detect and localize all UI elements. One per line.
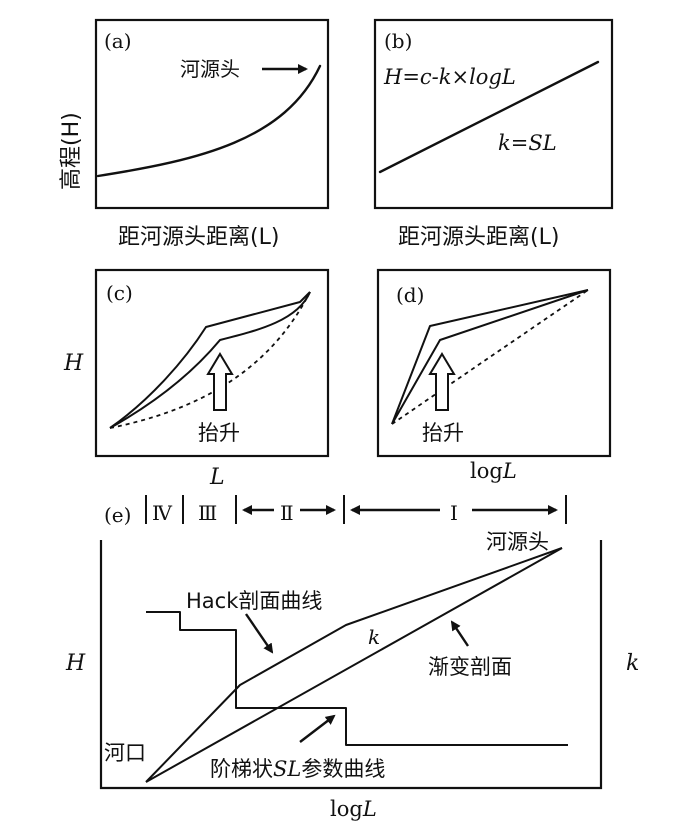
panel-e-mouth-label: 河口 [104,741,146,765]
stepped-sl-curve [146,611,568,746]
panel-e-xlabel: logL [330,797,377,821]
panel-b-label: (b) [384,29,412,53]
graded-profile-arrow [450,620,469,647]
stepped-sl-label: 阶梯状SL参数曲线 [210,757,385,781]
panel-c-ylabel: H [63,351,84,376]
panel-b-xlabel: 距河源头距离(L) [398,225,559,250]
panel-d-xlabel: logL [470,459,517,483]
panel-c: (c) 抬升 H L [63,268,330,490]
panel-b: (b) H=c-k×logL k=SL 距河源头距离(L) [373,18,614,250]
panel-b-frame [373,18,614,210]
panel-a-label: (a) [104,29,132,53]
panel-d-label: (d) [396,283,424,307]
panel-a-profile-curve [96,64,322,178]
panel-b-line [378,60,600,174]
hack-curve-label: Hack剖面曲线 [186,589,322,613]
panel-c-uplift-label: 抬升 [198,421,240,445]
panel-e-ylabel-left: H [65,651,86,676]
panel-e-ylabel-right: k [626,651,639,676]
zone-label-iii: Ⅲ [198,501,217,525]
panel-a: (a) 河源头 高程(H) 距河源头距离(L) [59,18,330,250]
hack-profile-curve [145,547,563,783]
panel-c-uplift-arrow [206,352,234,411]
panel-c-lower-curve [109,291,311,429]
panel-a-source-label: 河源头 [180,57,240,81]
panel-e-frame [99,540,603,790]
panel-e: (e) Ⅳ Ⅲ Ⅱ Ⅰ 河源头 河口 Hack剖面曲线 k 渐变剖面 阶梯状S [65,495,639,821]
zone-label-ii: Ⅱ [280,501,294,525]
panel-a-frame [94,18,330,210]
panel-c-dashed-curve [109,291,311,429]
panel-d-upper-curve [391,289,589,425]
panel-c-upper-curve [109,291,311,429]
graded-profile-label: 渐变剖面 [428,655,512,679]
k-label: k [368,625,380,649]
panel-d-lower-curve [391,289,589,425]
panel-d: (d) 抬升 logL [376,268,612,483]
panel-c-frame [94,268,330,458]
panel-d-dashed-line [391,289,589,425]
hack-curve-arrow [245,613,274,654]
panel-c-label: (c) [106,281,133,305]
zone-label-i: Ⅰ [450,501,458,525]
graded-profile-line [145,547,563,783]
panel-b-equation: H=c-k×logL [383,65,516,89]
stepped-sl-arrow [299,714,336,743]
panel-b-k-equation: k=SL [498,131,557,155]
panel-a-xlabel: 距河源头距离(L) [118,225,279,250]
panel-d-uplift-label: 抬升 [422,421,464,445]
zone-label-iv: Ⅳ [152,501,173,525]
panel-d-frame [376,268,612,458]
panel-c-xlabel: L [209,465,225,490]
panel-e-label: (e) [104,503,131,527]
panel-d-uplift-arrow [428,352,456,411]
panel-a-ylabel: 高程(H) [59,112,84,190]
panel-e-source-label: 河源头 [486,530,549,554]
